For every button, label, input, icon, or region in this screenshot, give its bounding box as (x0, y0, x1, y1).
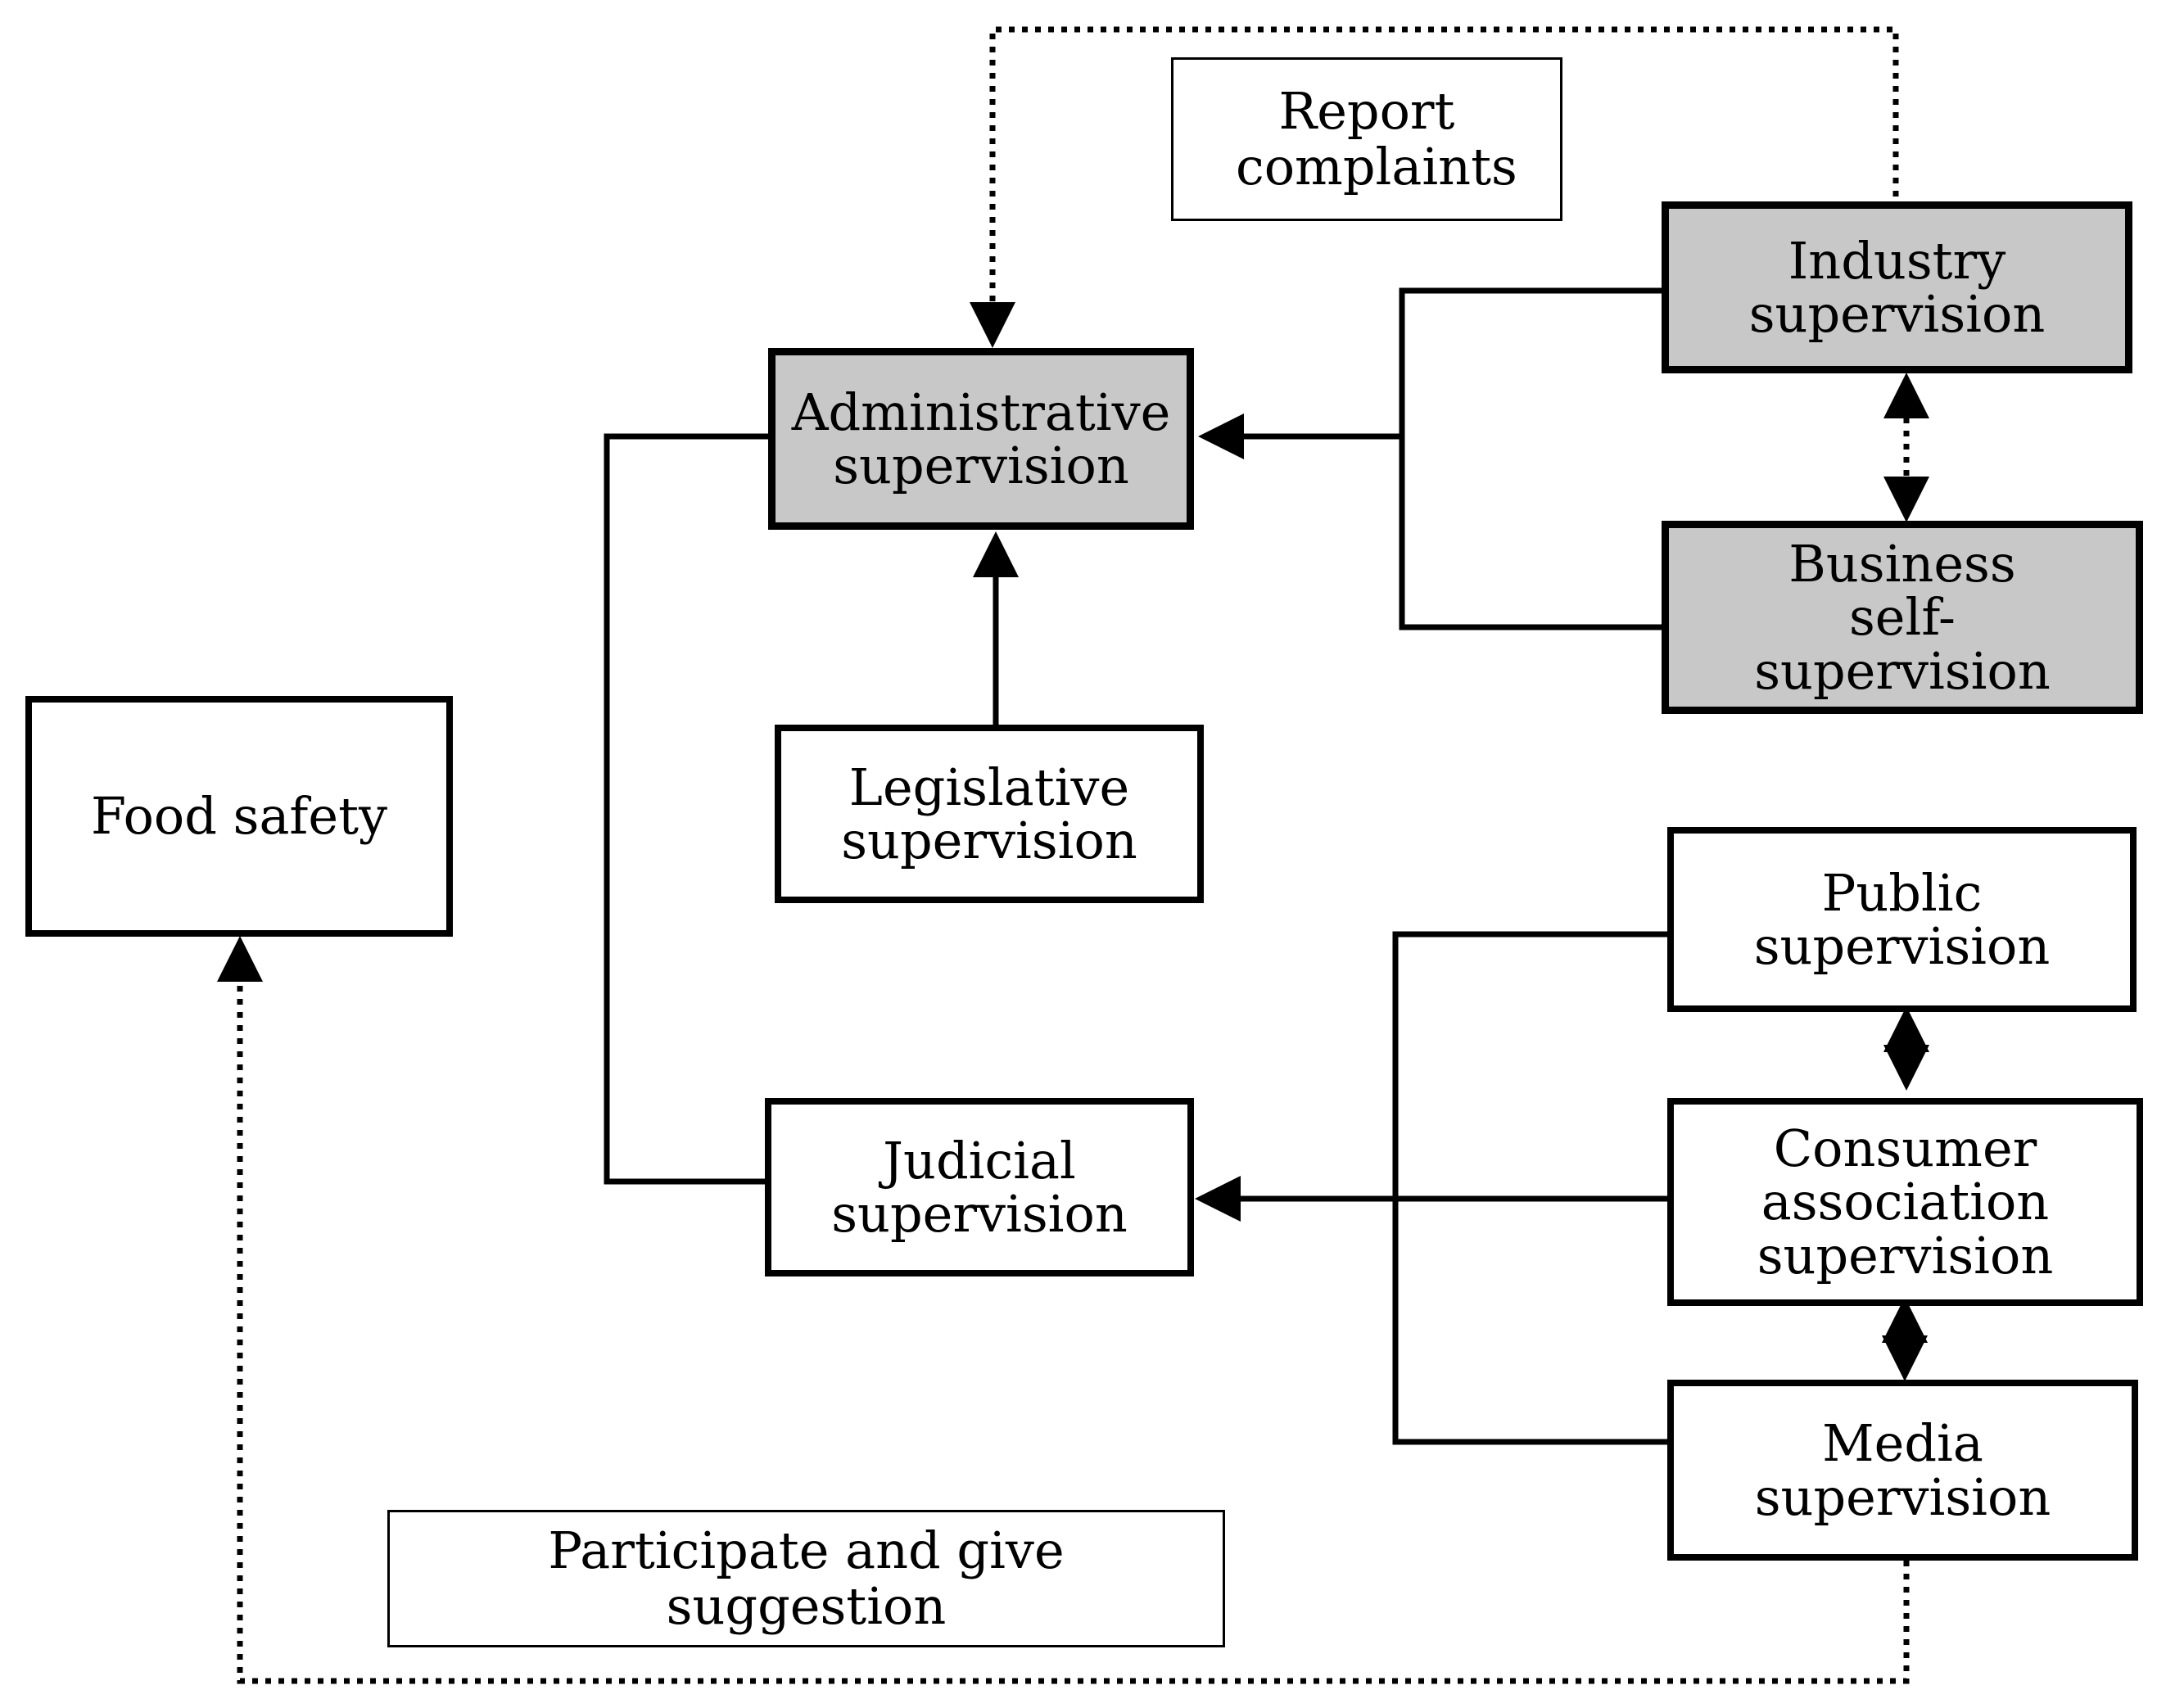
connector-industry-to-admin (1399, 287, 1662, 436)
node-media-supervision: Media supervision (1667, 1380, 2138, 1561)
node-industry-supervision: Industry supervision (1662, 201, 2132, 373)
node-public-supervision: Public supervision (1667, 827, 2137, 1012)
connector-admin-to-judicial (604, 433, 768, 1185)
participate-label: Participate and give suggestion (387, 1510, 1225, 1647)
report-complaints-text: Report complaints (1236, 80, 1517, 197)
node-consumer-label: Consumer association supervision (1757, 1118, 2054, 1286)
node-legislative-supervision: Legislative supervision (775, 725, 1204, 903)
node-judicial-label: Judicial supervision (831, 1130, 1128, 1244)
dotted-report-complaints-path (970, 26, 1899, 348)
node-public-label: Public supervision (1753, 862, 2051, 976)
connector-public-to-judicial (1392, 931, 1667, 1445)
node-administrative-label: Administrative supervision (791, 382, 1171, 495)
node-media-label: Media supervision (1754, 1413, 2051, 1527)
node-industry-label: Industry supervision (1748, 230, 2046, 344)
connector-business-to-admin (1399, 436, 1662, 630)
node-business-self-supervision: Business self-supervision (1662, 521, 2143, 714)
node-legislative-label: Legislative supervision (841, 757, 1137, 870)
report-complaints-label: Report complaints (1171, 57, 1562, 221)
node-judicial-supervision: Judicial supervision (765, 1098, 1194, 1276)
participate-text: Participate and give suggestion (548, 1520, 1065, 1636)
node-administrative-supervision: Administrative supervision (768, 348, 1194, 530)
node-food-safety: Food safety (25, 696, 453, 937)
node-food-safety-label: Food safety (90, 786, 388, 847)
node-consumer-association-supervision: Consumer association supervision (1667, 1098, 2143, 1306)
node-business-label: Business self-supervision (1754, 534, 2051, 701)
